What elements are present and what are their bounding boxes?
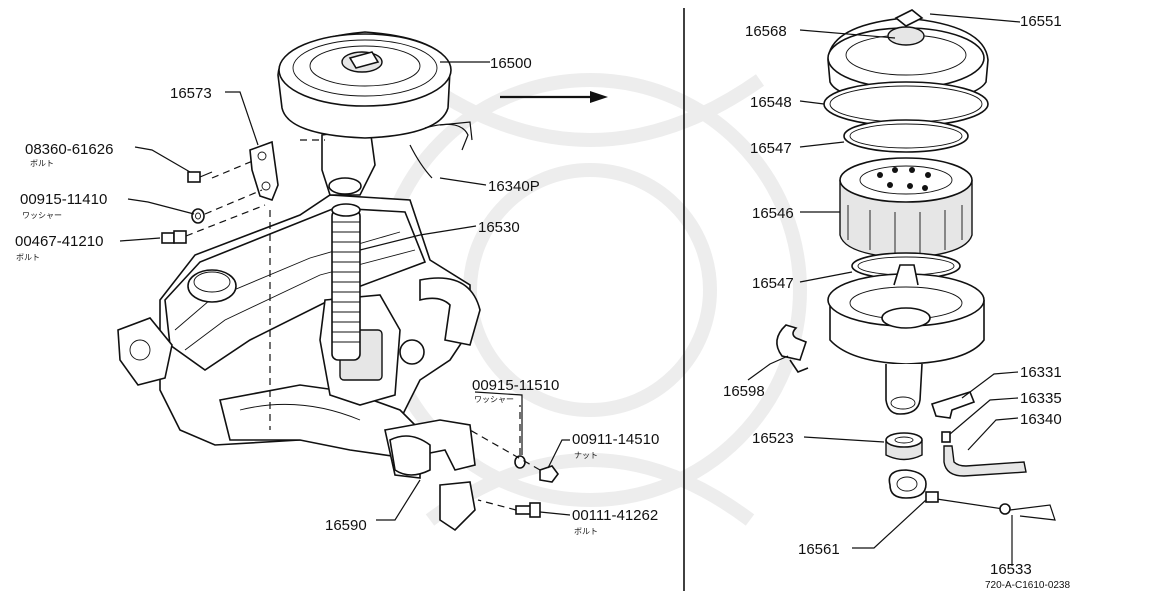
label-16573: 16573: [170, 85, 212, 102]
nut-00911: [539, 465, 559, 483]
clamp-16561: [888, 469, 927, 499]
label-00911-sub: ナット: [574, 451, 598, 460]
label-08360-61626: 08360-61626: [25, 141, 113, 158]
label-00467-sub: ボルト: [16, 253, 40, 262]
label-16590: 16590: [325, 517, 367, 534]
bracket-16331: [930, 391, 976, 419]
label-16530: 16530: [478, 219, 520, 236]
leader-lines-left: [119, 61, 571, 521]
air-cleaner-assembly: [277, 31, 452, 139]
label-16533: 16533: [990, 561, 1032, 578]
grommet-16523: [885, 432, 923, 461]
label-00915-11410: 00915-11410: [20, 191, 107, 208]
label-00467-41210: 00467-41210: [15, 233, 103, 250]
leader-lines-right: [747, 13, 1021, 566]
label-16547-lower: 16547: [752, 275, 794, 292]
clip-16598: [776, 324, 807, 361]
labels-right: 16568 16551 16548 16547 16546 16547 1659…: [723, 13, 1070, 591]
intake-hose: [331, 203, 361, 361]
label-16340P: 16340P: [488, 178, 540, 195]
exploded-air-cleaner-drawing: [776, 9, 1056, 521]
label-16331: 16331: [1020, 364, 1062, 381]
label-16335: 16335: [1020, 390, 1062, 407]
label-16340: 16340: [1020, 411, 1062, 428]
diagram-code: 720-A-C1610-0238: [985, 580, 1070, 591]
hose-16340: [943, 445, 1027, 477]
label-00915-11510: 00915-11510: [472, 377, 559, 394]
label-16551: 16551: [1020, 13, 1062, 30]
label-16561: 16561: [798, 541, 840, 558]
filter-element: [839, 157, 973, 259]
label-16598: 16598: [723, 383, 765, 400]
top-cover: [827, 9, 989, 103]
label-16548: 16548: [750, 94, 792, 111]
washer-00915-11410: [191, 208, 205, 224]
label-00111-sub: ボルト: [574, 527, 598, 536]
gasket-16547-upper: [843, 119, 969, 153]
label-00915-11510-sub: ワッシャー: [474, 395, 514, 404]
label-16547-upper: 16547: [750, 140, 792, 157]
engine-assembly-drawing: [117, 31, 608, 532]
bolt-00111: [515, 502, 541, 518]
bolt-08360: [187, 171, 213, 183]
washer-00915-11510: [514, 455, 526, 469]
label-16568: 16568: [745, 23, 787, 40]
label-16546: 16546: [752, 205, 794, 222]
part-16335: [941, 431, 951, 443]
rod-16533: [925, 491, 1056, 521]
label-00915-11410-sub: ワッシャー: [22, 211, 62, 220]
label-00911-14510: 00911-14510: [572, 431, 659, 448]
label-16523: 16523: [752, 430, 794, 447]
bolt-00467: [161, 230, 187, 244]
label-00111-41262: 00111-41262: [572, 507, 658, 524]
label-08360-sub: ボルト: [30, 159, 54, 168]
labels-left: 16500 16573 08360-61626 ボルト 00915-11410 …: [15, 55, 659, 536]
lower-housing: [827, 264, 985, 415]
label-16500: 16500: [490, 55, 532, 72]
